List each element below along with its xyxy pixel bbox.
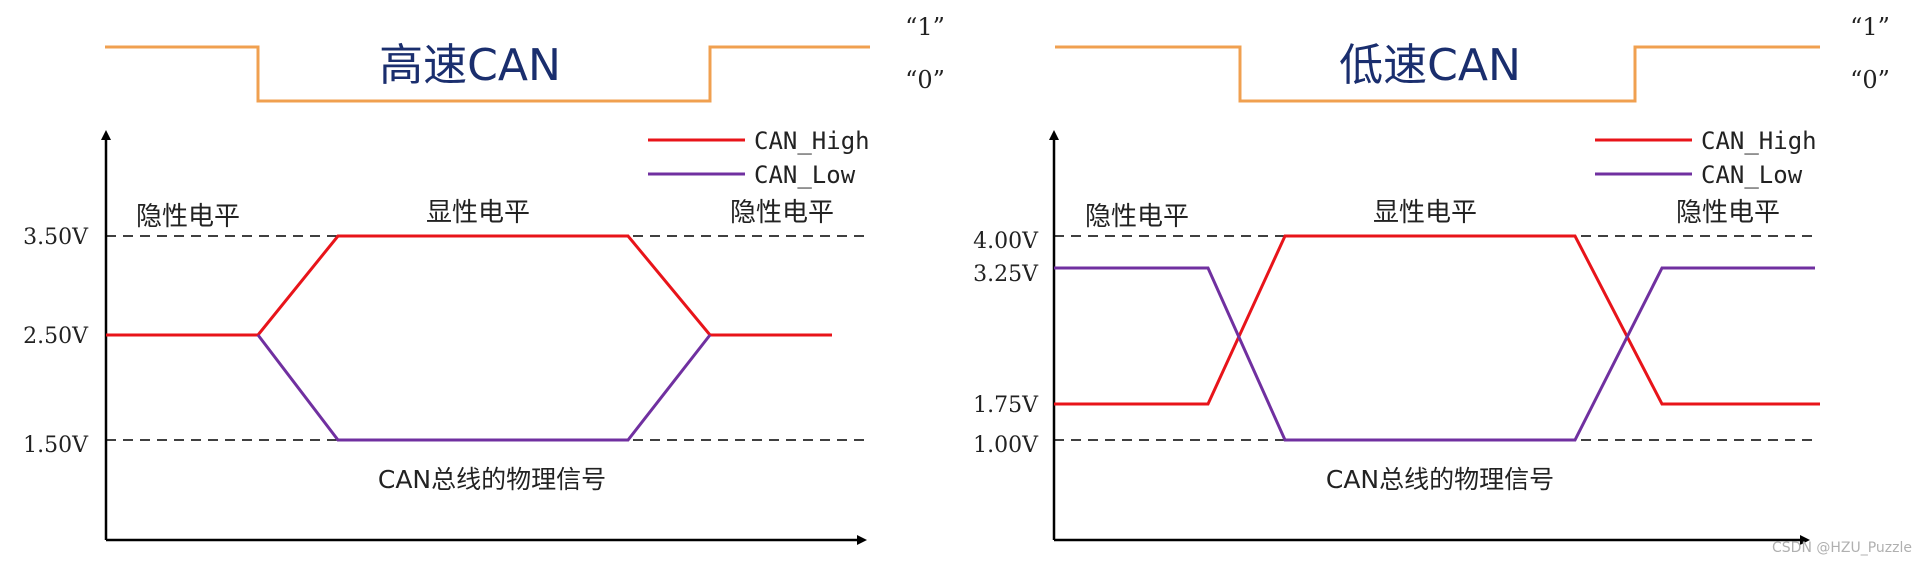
figure-caption: CAN总线的物理信号 bbox=[378, 465, 606, 494]
panel-title: 低速CAN bbox=[1339, 40, 1521, 91]
logic-one-label: “1” bbox=[1850, 13, 1890, 41]
legend-label-can-high: CAN_High bbox=[754, 127, 870, 155]
region-label-recessive: 隐性电平 bbox=[136, 202, 240, 232]
region-label-recessive: 隐性电平 bbox=[1676, 198, 1780, 228]
y-tick-label: 2.50V bbox=[23, 324, 89, 349]
y-tick-label: 1.50V bbox=[23, 433, 89, 458]
can-low-line bbox=[256, 334, 712, 442]
y-tick-label: 3.50V bbox=[23, 225, 89, 250]
y-tick-label: 3.25V bbox=[973, 262, 1039, 287]
watermark: CSDN @HZU_Puzzle bbox=[1772, 540, 1912, 556]
can-high-line bbox=[106, 234, 832, 337]
legend-label-can-low: CAN_Low bbox=[754, 161, 856, 189]
y-tick-label: 1.75V bbox=[973, 393, 1039, 418]
panel-title: 高速CAN bbox=[379, 40, 561, 91]
figure-caption: CAN总线的物理信号 bbox=[1326, 465, 1554, 494]
high-speed-panel: 高速CAN “1” “0” 3.50V 2.50V 1.50V 隐性电平 显性电… bbox=[23, 13, 945, 545]
logic-level-waveform bbox=[1055, 45, 1820, 103]
region-label-dominant: 显性电平 bbox=[1373, 198, 1477, 228]
region-label-recessive: 隐性电平 bbox=[730, 198, 834, 228]
legend-label-can-low: CAN_Low bbox=[1701, 161, 1803, 189]
logic-level-waveform bbox=[105, 45, 870, 103]
region-label-recessive: 隐性电平 bbox=[1085, 202, 1189, 232]
can-low-line bbox=[1054, 266, 1815, 442]
legend-label-can-high: CAN_High bbox=[1701, 127, 1817, 155]
logic-one-label: “1” bbox=[905, 13, 945, 41]
logic-zero-label: “0” bbox=[1850, 66, 1890, 94]
can-high-line bbox=[1054, 234, 1820, 406]
y-tick-label: 4.00V bbox=[973, 229, 1039, 254]
y-tick-label: 1.00V bbox=[973, 433, 1039, 458]
logic-zero-label: “0” bbox=[905, 66, 945, 94]
region-label-dominant: 显性电平 bbox=[426, 198, 530, 228]
low-speed-panel: 低速CAN “1” “0” 4.00V 3.25V 1.75V 1.00V 隐性… bbox=[973, 13, 1890, 545]
